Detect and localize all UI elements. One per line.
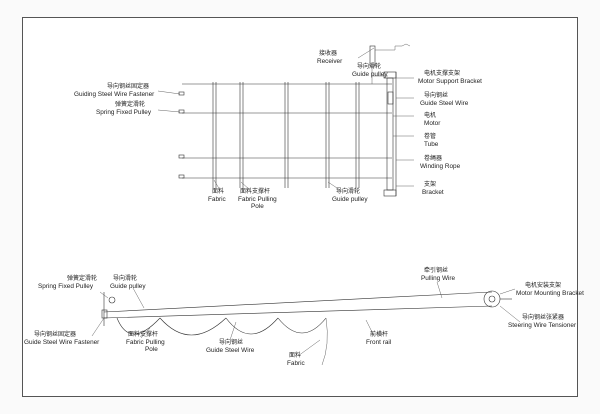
label-pole-top-en2: Pole bbox=[251, 203, 264, 210]
label-motor-en: Motor bbox=[424, 120, 441, 127]
motor-roller bbox=[483, 290, 501, 308]
label-bracket-cn: 支架 bbox=[424, 180, 436, 188]
label-spring-pulley-side-en: Spring Fixed Pulley bbox=[38, 283, 94, 290]
label-steel-wire-side-en: Guide Steel Wire bbox=[206, 347, 255, 354]
label-motor-support-cn: 电机支撑支架 bbox=[424, 69, 460, 77]
side-view: 弹簧定滑轮 Spring Fixed Pulley 导向滑轮 Guide pul… bbox=[24, 266, 584, 367]
label-tensioner-cn: 导向钢丝张紧器 bbox=[522, 313, 564, 321]
label-front-rail-en: Front rail bbox=[366, 339, 391, 346]
label-pole-top-cn: 面料支撑杆 bbox=[240, 187, 270, 195]
label-pole-side-cn: 面料支撑杆 bbox=[128, 330, 158, 338]
receiver-antenna bbox=[375, 45, 402, 51]
label-spring-pulley-cn: 弹簧定滑轮 bbox=[115, 100, 145, 108]
wire-fastener-2 bbox=[178, 109, 185, 114]
label-motor-mounting-en: Motor Mounting Bracket bbox=[516, 290, 584, 297]
label-receiver-en: Receiver bbox=[317, 58, 343, 65]
label-fastener-side-cn: 导向钢丝固定器 bbox=[34, 330, 76, 338]
label-winding-rope-cn: 卷绳器 bbox=[424, 154, 442, 162]
label-steel-wire-side-cn: 导向钢丝 bbox=[219, 338, 243, 346]
label-guide-pulley-side-cn: 导向滑轮 bbox=[113, 274, 137, 282]
leader-steel-wire-side bbox=[229, 321, 237, 341]
label-motor-cn: 电机 bbox=[424, 111, 436, 119]
drawing-border bbox=[22, 17, 578, 397]
pulling-wire-lower bbox=[103, 305, 493, 319]
leader-receiver bbox=[357, 47, 375, 59]
label-bracket-en: Bracket bbox=[422, 189, 444, 196]
leader-guide-pulley-bottom bbox=[327, 181, 341, 191]
label-fastener-side-en: Guide Steel Wire Fastener bbox=[24, 339, 100, 346]
label-guide-pulley-bottom-en: Guide pulley bbox=[332, 196, 368, 203]
leader-motor-mounting bbox=[499, 288, 516, 295]
label-guiding-fastener-cn: 导向钢丝固定器 bbox=[107, 82, 149, 90]
label-motor-support-en: Motor Support Bracket bbox=[418, 78, 482, 85]
motor-support-bracket bbox=[383, 71, 397, 79]
wire-fastener-3 bbox=[178, 154, 185, 159]
fabric-swag-4 bbox=[277, 317, 327, 334]
fabric-swag-2 bbox=[159, 317, 227, 336]
leader-pulling-wire bbox=[436, 281, 443, 299]
label-fabric-side-en: Fabric bbox=[287, 360, 306, 367]
leader-guide-pulley-side bbox=[132, 287, 145, 309]
fabric-swag-3 bbox=[225, 317, 279, 335]
label-guide-steel-wire-cn: 导向钢丝 bbox=[424, 91, 448, 99]
top-view: 接收器 Receiver 导向滑轮 Guide pulley 电机支撑支架 Mo… bbox=[74, 43, 482, 210]
pulling-wire-upper bbox=[103, 291, 493, 313]
leader-spring-pulley-side bbox=[99, 291, 109, 299]
leader-pole-side bbox=[140, 327, 151, 339]
wire-fastener-4 bbox=[178, 174, 185, 179]
leader-fabric-side bbox=[297, 339, 321, 357]
label-pole-side-en1: Fabric Pulling bbox=[126, 339, 165, 346]
wire-fastener-1 bbox=[178, 91, 185, 96]
label-winding-rope-en: Winding Rope bbox=[420, 163, 461, 170]
wire-fastener-side bbox=[101, 309, 108, 319]
label-guide-pulley-top-cn: 导向滑轮 bbox=[357, 62, 381, 70]
receiver-plug bbox=[401, 43, 411, 47]
label-pulling-wire-cn: 牵引钢丝 bbox=[424, 266, 448, 274]
spring-fixed-pulley-side bbox=[108, 296, 116, 304]
motor-roller-hub bbox=[488, 295, 496, 303]
label-fabric-top-en: Fabric bbox=[208, 196, 227, 203]
label-spring-pulley-side-cn: 弹簧定滑轮 bbox=[67, 274, 97, 282]
bracket-bottom bbox=[383, 189, 397, 197]
label-receiver-cn: 接收器 bbox=[319, 49, 337, 57]
label-guide-pulley-top-en: Guide pulley bbox=[352, 71, 388, 78]
leader-front-rail bbox=[365, 319, 375, 337]
leader-fabric-top bbox=[213, 179, 221, 191]
label-tensioner-en: Steering Wire Tensioner bbox=[508, 322, 577, 329]
leader-pole-top bbox=[240, 181, 251, 191]
label-motor-mounting-cn: 电机安装支架 bbox=[525, 281, 561, 289]
leader-guiding-fastener bbox=[157, 90, 181, 95]
label-fabric-side-cn: 面料 bbox=[289, 351, 301, 359]
label-tube-en: Tube bbox=[424, 141, 439, 148]
label-guiding-fastener-en: Guiding Steel Wire Fastener bbox=[74, 91, 155, 98]
label-pulling-wire-en: Pulling Wire bbox=[421, 275, 456, 282]
label-spring-pulley-en: Spring Fixed Pulley bbox=[96, 109, 152, 116]
label-guide-steel-wire-en: Guide Steel Wire bbox=[420, 100, 469, 107]
leader-spring-pulley bbox=[157, 109, 181, 113]
label-guide-pulley-side-en: Guide pulley bbox=[110, 283, 146, 290]
leader-fastener-side bbox=[91, 317, 105, 337]
label-pole-top-en1: Fabric Pulling bbox=[238, 196, 277, 203]
label-fabric-top-cn: 面料 bbox=[212, 187, 224, 195]
motor bbox=[387, 91, 394, 105]
label-pole-side-en2: Pole bbox=[145, 346, 158, 353]
receiver-box bbox=[369, 45, 376, 67]
fabric-swag-1 bbox=[116, 317, 161, 335]
leader-tensioner bbox=[499, 305, 521, 323]
label-tube-cn: 卷管 bbox=[424, 132, 436, 140]
label-front-rail-cn: 前横杆 bbox=[370, 330, 388, 338]
label-guide-pulley-bottom-cn: 导向滑轮 bbox=[336, 187, 360, 195]
fabric-drop bbox=[321, 317, 328, 366]
